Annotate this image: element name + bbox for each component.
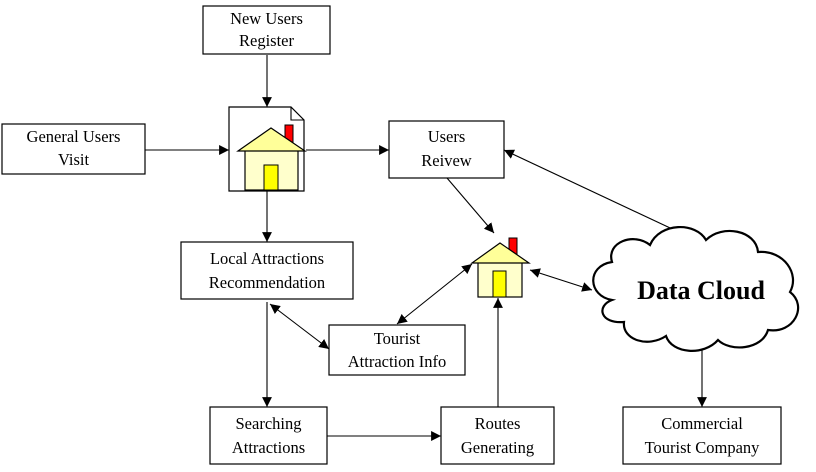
node-commercial-tourist-company: Commercial Tourist Company: [622, 406, 782, 465]
main-home-node: [228, 106, 307, 192]
node-commercial-line2: Tourist Company: [645, 438, 761, 457]
node-routes-line2: Generating: [461, 438, 534, 457]
node-routes-line1: Routes: [475, 414, 521, 433]
node-routes-generating: Routes Generating: [440, 406, 555, 465]
node-commercial-line1: Commercial: [661, 414, 743, 433]
node-new-users-line2: Register: [239, 31, 294, 50]
node-tourist-info-line1: Tourist: [374, 329, 421, 348]
node-local-attractions-line2: Recommendation: [209, 273, 325, 292]
node-users-review-line1: Users: [428, 127, 466, 146]
node-searching-line2: Attractions: [232, 438, 305, 457]
node-new-users-register: New Users Register: [202, 5, 331, 55]
data-cloud-label: Data Cloud: [637, 276, 765, 305]
data-cloud-node: Data Cloud: [592, 226, 800, 352]
node-new-users-line1: New Users: [230, 9, 303, 28]
edge-users-review-to-hub: [446, 177, 495, 234]
hub-house-node: [470, 237, 531, 298]
node-local-attractions-recommendation: Local Attractions Recommendation: [180, 241, 354, 300]
node-local-attractions-line1: Local Attractions: [210, 249, 324, 268]
cloud-icon: [592, 226, 800, 352]
edge-hub-to-cloud: [529, 268, 593, 292]
edge-tourist-info-to-hub: [396, 263, 473, 325]
node-general-users-line2: Visit: [58, 150, 90, 169]
node-users-review-line2: Reivew: [421, 151, 471, 170]
house-icon: [470, 237, 531, 298]
node-general-users-line1: General Users: [27, 127, 121, 146]
edge-users-review-to-cloud: [503, 149, 701, 243]
node-general-users-visit: General Users Visit: [1, 123, 146, 175]
node-tourist-info-line2: Attraction Info: [348, 352, 447, 371]
node-searching-line1: Searching: [236, 414, 302, 433]
node-searching-attractions: Searching Attractions: [209, 406, 328, 465]
house-icon: [236, 124, 307, 191]
node-tourist-attraction-info: Tourist Attraction Info: [328, 324, 466, 376]
edge-local-attractions-to-tourist-info: [269, 303, 330, 350]
node-users-review: Users Reivew: [388, 120, 505, 179]
